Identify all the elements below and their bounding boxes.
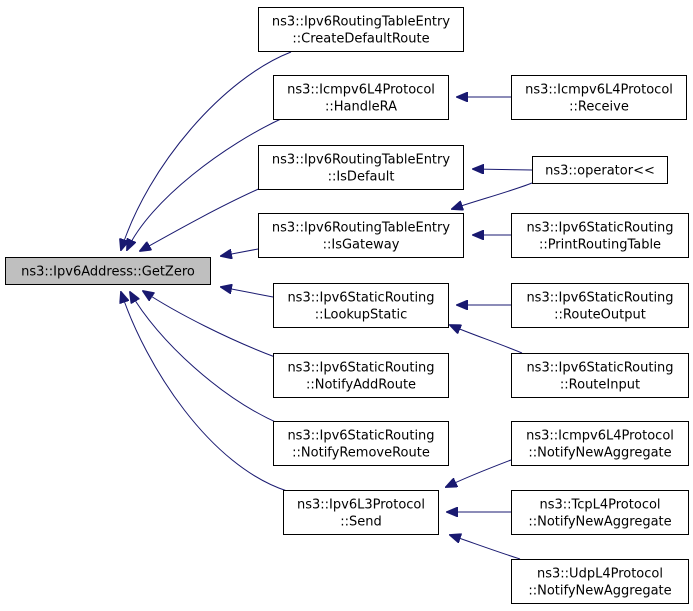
node-routeoutput[interactable]: ns3::Ipv6StaticRouting::RouteOutput (511, 283, 689, 328)
node-box (511, 283, 689, 328)
node-box (511, 353, 689, 398)
node-receive[interactable]: ns3::Icmpv6L4Protocol::Receive (511, 75, 687, 120)
node-label-line: ::Receive (569, 100, 629, 115)
node-box (511, 421, 689, 466)
node-label-line: ns3::Ipv6StaticRouting (526, 221, 673, 236)
node-label-line: ns3::Ipv6RoutingTableEntry (272, 221, 450, 236)
edge-routeinput-to-lookupstatic (450, 325, 523, 354)
node-label-line: ::NotifyRemoveRoute (292, 446, 430, 461)
node-box (511, 213, 689, 258)
node-label-line: ns3::Ipv6RoutingTableEntry (272, 15, 450, 30)
node-label-line: ::HandleRA (325, 100, 397, 115)
node-box (532, 156, 668, 184)
node-label-line: ::CreateDefaultRoute (292, 32, 429, 47)
node-label-line: ns3::Ipv6StaticRouting (287, 291, 434, 306)
node-label-line: ::PrintRoutingTable (539, 238, 661, 253)
node-box (258, 213, 464, 258)
root-node-getzero: ns3::Ipv6Address::GetZero (5, 257, 211, 285)
node-box (283, 490, 439, 535)
node-box (273, 75, 449, 120)
node-notifyremoveroute[interactable]: ns3::Ipv6StaticRouting::NotifyRemoveRout… (273, 421, 449, 466)
node-label-line: ns3::Ipv6StaticRouting (526, 291, 673, 306)
node-label-line: ns3::TcpL4Protocol (539, 498, 660, 513)
node-isdefault[interactable]: ns3::Ipv6RoutingTableEntry::IsDefault (258, 145, 464, 190)
node-label-line: ns3::Ipv6StaticRouting (287, 429, 434, 444)
edge-handlera-to-getzero (127, 117, 284, 250)
edge-send-to-getzero (121, 292, 288, 492)
node-label-line: ::Send (340, 515, 382, 530)
edge-isgateway-to-getzero (221, 248, 259, 256)
node-isgateway[interactable]: ns3::Ipv6RoutingTableEntry::IsGateway (258, 213, 464, 258)
node-label-line: ns3::Ipv6StaticRouting (526, 361, 673, 376)
node-label-line: ns3::Ipv6StaticRouting (287, 361, 434, 376)
node-box (258, 145, 464, 190)
node-udpnotify[interactable]: ns3::UdpL4Protocol::NotifyNewAggregate (511, 559, 689, 604)
edge-createdefaultroute-to-getzero (121, 51, 292, 250)
node-box (273, 353, 449, 398)
node-box (273, 421, 449, 466)
node-label-line: ns3::Ipv6RoutingTableEntry (272, 153, 450, 168)
node-send[interactable]: ns3::Ipv6L3Protocol::Send (283, 490, 439, 535)
node-createdefaultroute[interactable]: ns3::Ipv6RoutingTableEntry::CreateDefaul… (258, 7, 464, 52)
node-notifyaddroute[interactable]: ns3::Ipv6StaticRouting::NotifyAddRoute (273, 353, 449, 398)
node-label-line: ::LookupStatic (315, 308, 407, 323)
edge-operator-to-isgateway (452, 182, 533, 209)
node-icmpv6notify[interactable]: ns3::Icmpv6L4Protocol::NotifyNewAggregat… (511, 421, 689, 466)
edge-udpnotify-to-send (450, 535, 521, 560)
node-label-line: ns3::UdpL4Protocol (537, 567, 663, 582)
node-lookupstatic[interactable]: ns3::Ipv6StaticRouting::LookupStatic (273, 283, 449, 328)
node-box (511, 75, 687, 120)
edge-icmpv6notify-to-send (446, 459, 512, 487)
node-label-line: ns3::Icmpv6L4Protocol (526, 429, 674, 444)
edge-notifyaddroute-to-getzero (143, 291, 276, 358)
node-label-line: ns3::Ipv6L3Protocol (297, 498, 425, 513)
node-routeinput[interactable]: ns3::Ipv6StaticRouting::RouteInput (511, 353, 689, 398)
edge-lookupstatic-to-getzero (221, 287, 274, 298)
nodes: ns3::Ipv6Address::GetZero ns3::Ipv6Routin… (5, 7, 689, 604)
node-label-line: ::NotifyAddRoute (306, 378, 416, 393)
edge-isdefault-to-getzero (140, 186, 264, 251)
node-label-line: ::RouteOutput (554, 308, 646, 323)
node-label-line: ::IsDefault (328, 170, 395, 185)
node-printroutingtable[interactable]: ns3::Ipv6StaticRouting::PrintRoutingTabl… (511, 213, 689, 258)
node-operator[interactable]: ns3::operator<< (532, 156, 668, 184)
node-box (5, 257, 211, 285)
node-label-line: ::NotifyNewAggregate (528, 515, 671, 530)
edge-operator-to-isdefault (473, 169, 533, 170)
node-box (511, 559, 689, 604)
node-label-line: ns3::operator<< (545, 164, 655, 179)
node-tcpnotify[interactable]: ns3::TcpL4Protocol::NotifyNewAggregate (511, 490, 689, 535)
node-label-line: ::NotifyNewAggregate (528, 584, 671, 599)
node-label-line: ::RouteInput (560, 378, 640, 393)
node-handlera[interactable]: ns3::Icmpv6L4Protocol::HandleRA (273, 75, 449, 120)
node-label-line: ns3::Ipv6Address::GetZero (21, 265, 195, 280)
node-box (273, 283, 449, 328)
edge-notifyremoveroute-to-getzero (130, 292, 281, 425)
edges (121, 51, 533, 560)
node-label-line: ns3::Icmpv6L4Protocol (287, 83, 435, 98)
node-box (511, 490, 689, 535)
node-label-line: ns3::Icmpv6L4Protocol (525, 83, 673, 98)
node-box (258, 7, 464, 52)
node-label-line: ::NotifyNewAggregate (528, 446, 671, 461)
node-label-line: ::IsGateway (323, 238, 400, 253)
